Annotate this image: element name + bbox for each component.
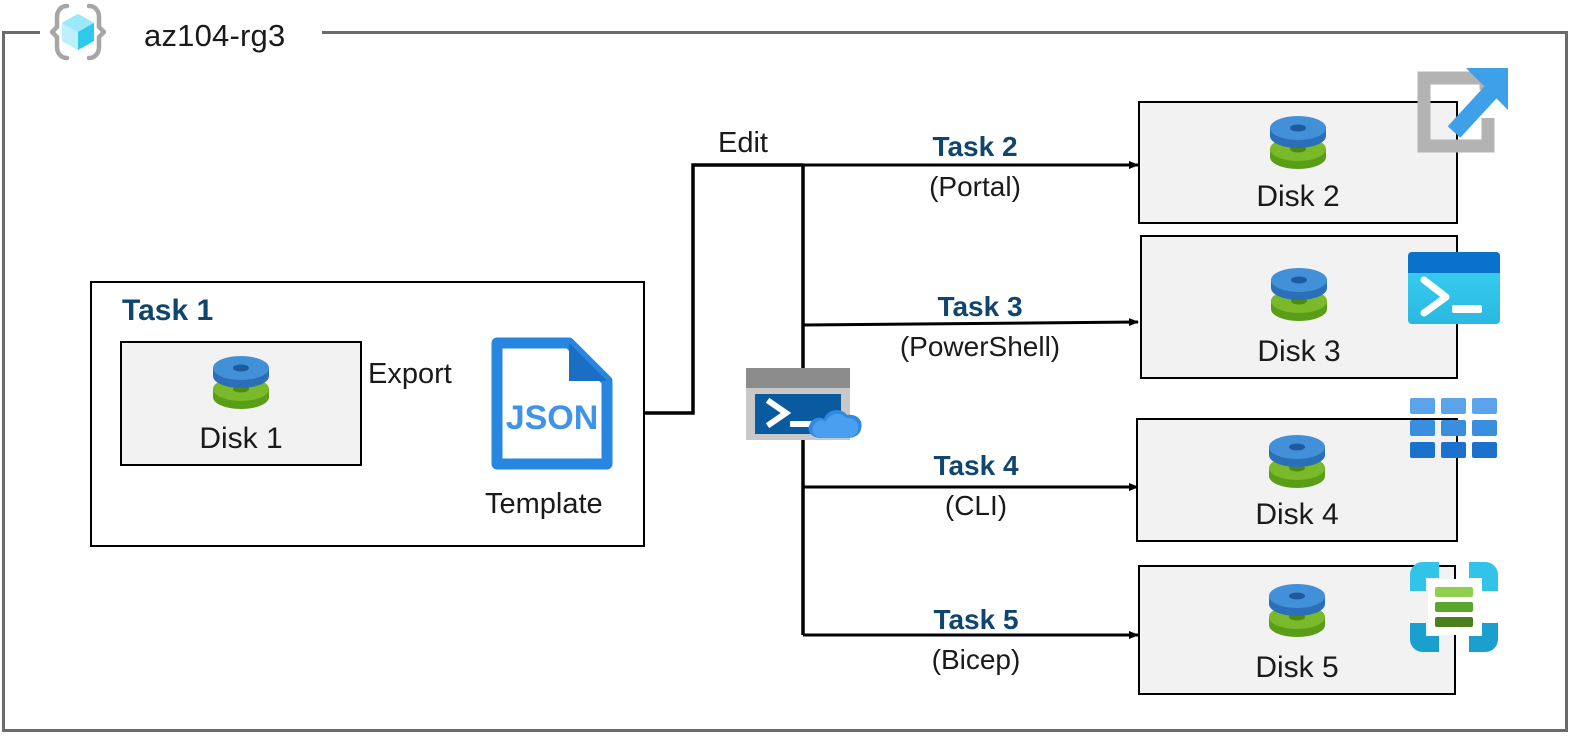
- json-file-icon: JSON: [491, 337, 613, 475]
- template-caption: Template: [485, 488, 603, 520]
- azure-cli-icon: [1410, 398, 1498, 463]
- task1-label: Task 1: [122, 294, 214, 327]
- disk-icon: [1264, 432, 1330, 499]
- azure-resource-group-icon: [48, 3, 108, 61]
- task4-method-label: (CLI): [944, 490, 1008, 521]
- svg-text:JSON: JSON: [506, 399, 599, 437]
- task3-method-label: (PowerShell): [899, 331, 1061, 362]
- task5-method-label: (Bicep): [931, 644, 1021, 675]
- disk1-box: Disk 1: [120, 341, 362, 466]
- disk2-box: Disk 2: [1138, 101, 1458, 224]
- edit-label: Edit: [718, 127, 768, 159]
- disk-icon: [1264, 581, 1330, 648]
- disk4-box: Disk 4: [1136, 418, 1458, 542]
- bicep-icon: [1408, 561, 1500, 658]
- export-label: Export: [368, 358, 452, 390]
- task5-label: Task 5: [933, 604, 1019, 635]
- powershell-icon: [1408, 252, 1500, 329]
- azure-portal-icon: [1408, 62, 1513, 167]
- resource-group-name: az104-rg3: [144, 18, 286, 53]
- azure-cloud-shell-icon: [744, 366, 864, 447]
- disk3-box: Disk 3: [1140, 235, 1458, 379]
- disk2-label: Disk 2: [1256, 180, 1340, 213]
- task4-label: Task 4: [933, 450, 1019, 481]
- disk-icon: [1266, 265, 1332, 332]
- disk-icon: [1265, 113, 1331, 180]
- task2-method-label: (Portal): [929, 171, 1021, 202]
- disk3-label: Disk 3: [1257, 335, 1341, 368]
- disk4-label: Disk 4: [1255, 498, 1339, 531]
- task3-label: Task 3: [937, 291, 1023, 322]
- disk5-label: Disk 5: [1255, 651, 1339, 684]
- disk-icon: [208, 353, 274, 420]
- disk1-label: Disk 1: [199, 422, 283, 455]
- resource-group-frame: [2, 31, 1568, 732]
- disk5-box: Disk 5: [1138, 565, 1456, 695]
- task2-label: Task 2: [932, 131, 1018, 162]
